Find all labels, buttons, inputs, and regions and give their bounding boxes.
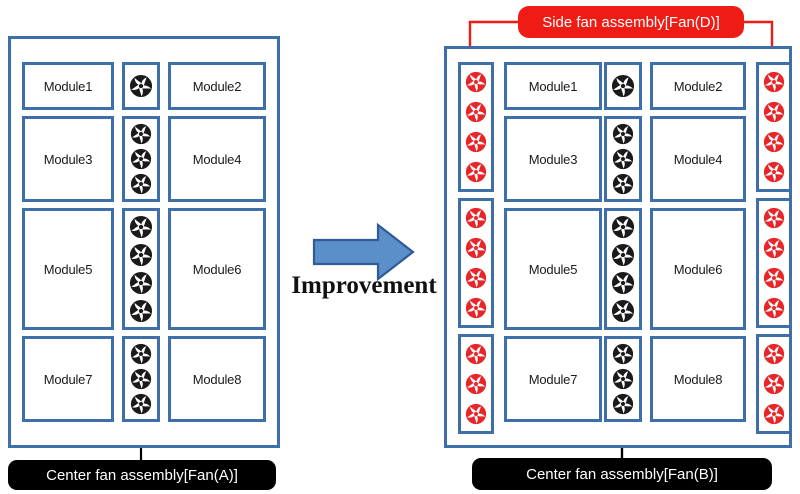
fan-icon [465,403,487,425]
fan-icon [612,174,634,195]
fan-icon [465,297,487,319]
improvement-label: Improvement [291,272,437,299]
fan-icon [612,148,634,170]
module-label: Module7 [528,371,578,387]
fan-icon [465,71,487,93]
module-label: Module2 [192,78,242,94]
center-fan-box-3[interactable] [604,208,642,330]
module-box-module6[interactable]: Module6 [650,208,746,330]
fan-icon [763,161,785,183]
fan-icon [763,207,785,229]
fan-icon [129,299,153,323]
center-fan-box-2[interactable] [122,116,160,202]
module-box-module6[interactable]: Module6 [168,208,266,330]
module-label: Module2 [673,78,723,94]
side-fan-box-right-2[interactable] [756,198,792,328]
callout-text: Side fan assembly[Fan(D)] [542,13,720,31]
module-box-module2[interactable]: Module2 [168,62,266,110]
side-fan-box-left-2[interactable] [458,198,494,328]
fan-icon [130,368,152,390]
fan-icon [465,207,487,229]
module-box-module1[interactable]: Module1 [22,62,114,110]
fan-icon [612,123,634,144]
fan-icon [763,297,785,319]
fan-icon [465,373,487,395]
module-label: Module4 [673,151,723,167]
module-box-module5[interactable]: Module5 [22,208,114,330]
side-fan-box-right-3[interactable] [756,334,792,434]
module-label: Module5 [528,261,578,277]
fan-icon [763,343,785,365]
module-box-module7[interactable]: Module7 [22,336,114,422]
fan-icon [465,343,487,365]
fan-icon [129,74,153,98]
module-label: Module3 [43,151,93,167]
side-fan-box-left-3[interactable] [458,334,494,434]
module-label: Module6 [192,261,242,277]
fan-icon [129,243,153,267]
fan-icon [129,271,153,295]
fan-icon [763,131,785,153]
fan-icon [612,343,634,364]
callout-center-fan-b: Center fan assembly[Fan(B)] [472,458,772,490]
fan-icon [763,403,785,425]
fan-icon [611,215,635,239]
fan-icon [611,271,635,295]
module-box-module5[interactable]: Module5 [504,208,602,330]
module-label: Module3 [528,151,578,167]
module-box-module1[interactable]: Module1 [504,62,602,110]
center-fan-box-2[interactable] [604,116,642,202]
module-label: Module1 [528,78,578,94]
module-label: Module5 [43,261,93,277]
fan-icon [465,267,487,289]
module-label: Module6 [673,261,723,277]
fan-icon [763,71,785,93]
fan-icon [763,373,785,395]
center-fan-box-1[interactable] [604,62,642,110]
module-box-module3[interactable]: Module3 [504,116,602,202]
fan-icon [465,131,487,153]
module-label: Module4 [192,151,242,167]
callout-text: Center fan assembly[Fan(B)] [526,465,718,483]
callout-side-fan-d: Side fan assembly[Fan(D)] [518,6,744,38]
fan-icon [130,174,152,195]
module-box-module3[interactable]: Module3 [22,116,114,202]
fan-icon [130,343,152,364]
fan-icon [130,394,152,415]
module-box-module8[interactable]: Module8 [650,336,746,422]
fan-icon [612,368,634,390]
side-fan-box-left-1[interactable] [458,62,494,192]
module-label: Module8 [192,371,242,387]
fan-icon [763,237,785,259]
center-fan-box-4[interactable] [604,336,642,422]
module-label: Module8 [673,371,723,387]
fan-icon [129,215,153,239]
module-box-module8[interactable]: Module8 [168,336,266,422]
center-fan-box-4[interactable] [122,336,160,422]
fan-icon [763,101,785,123]
fan-icon [611,299,635,323]
fan-icon [465,101,487,123]
callout-text: Center fan assembly[Fan(A)] [46,466,238,484]
module-box-module4[interactable]: Module4 [650,116,746,202]
fan-icon [130,148,152,170]
center-fan-box-1[interactable] [122,62,160,110]
callout-center-fan-a: Center fan assembly[Fan(A)] [8,460,276,490]
fan-icon [130,123,152,144]
module-box-module2[interactable]: Module2 [650,62,746,110]
side-fan-box-right-1[interactable] [756,62,792,192]
module-label: Module7 [43,371,93,387]
fan-icon [612,394,634,415]
module-box-module4[interactable]: Module4 [168,116,266,202]
fan-icon [465,237,487,259]
module-label: Module1 [43,78,93,94]
fan-icon [465,161,487,183]
module-box-module7[interactable]: Module7 [504,336,602,422]
center-fan-box-3[interactable] [122,208,160,330]
fan-icon [763,267,785,289]
improvement-arrow-icon [312,222,415,282]
fan-icon [611,243,635,267]
fan-icon [611,74,635,98]
